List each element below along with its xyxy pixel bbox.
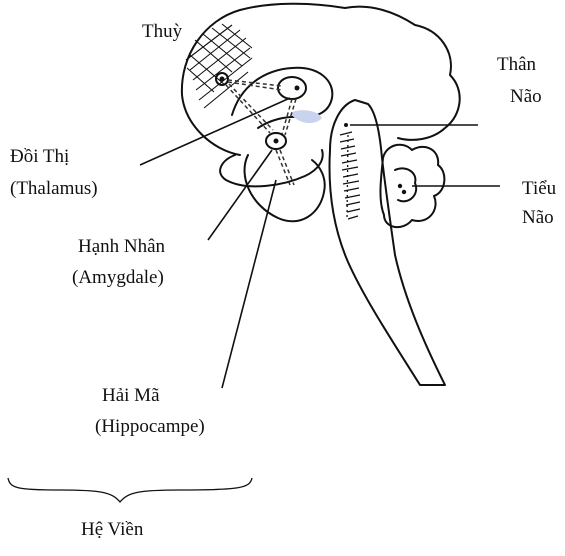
limbic-lower-lobe — [245, 155, 325, 221]
thalamus-dot — [295, 86, 300, 91]
brainstem-outline — [330, 100, 445, 385]
limbic-system-label: Hệ Viền — [81, 519, 144, 540]
amygdala-leader — [208, 150, 272, 240]
limbic-circuit — [226, 80, 296, 185]
amygdala-dot — [274, 139, 279, 144]
cerebellum-dot-2 — [402, 190, 406, 194]
brainstem-label-line1: Thân — [497, 54, 537, 75]
hippocampus-leader — [222, 180, 276, 388]
brainstem-label-line2: Não — [510, 86, 542, 107]
hippocampus-label-line1: Hải Mã — [102, 385, 160, 406]
thalamus-label-line1: Đồi Thị — [10, 146, 69, 167]
cerebellum-label-line2: Não — [522, 207, 554, 228]
thalamus-shape — [278, 77, 306, 99]
leader-lines — [140, 98, 500, 388]
cerebellum-label-line1: Tiểu — [522, 178, 557, 199]
thalamus-label-line2: (Thalamus) — [10, 178, 98, 199]
limbic-bracket — [8, 478, 252, 502]
cerebrum-inner-fold — [220, 150, 323, 186]
brainstem-hatching — [340, 132, 360, 220]
highlight-region — [290, 110, 322, 123]
brainstem-dot — [344, 123, 348, 127]
amygdala-label-line1: Hạnh Nhân — [78, 236, 166, 257]
lobe-label: Thuỳ — [142, 21, 183, 42]
cerebellum-dot-1 — [398, 184, 402, 188]
hippocampus-label-line2: (Hippocampe) — [95, 416, 205, 437]
amygdala-label-line2: (Amygdale) — [72, 267, 164, 288]
